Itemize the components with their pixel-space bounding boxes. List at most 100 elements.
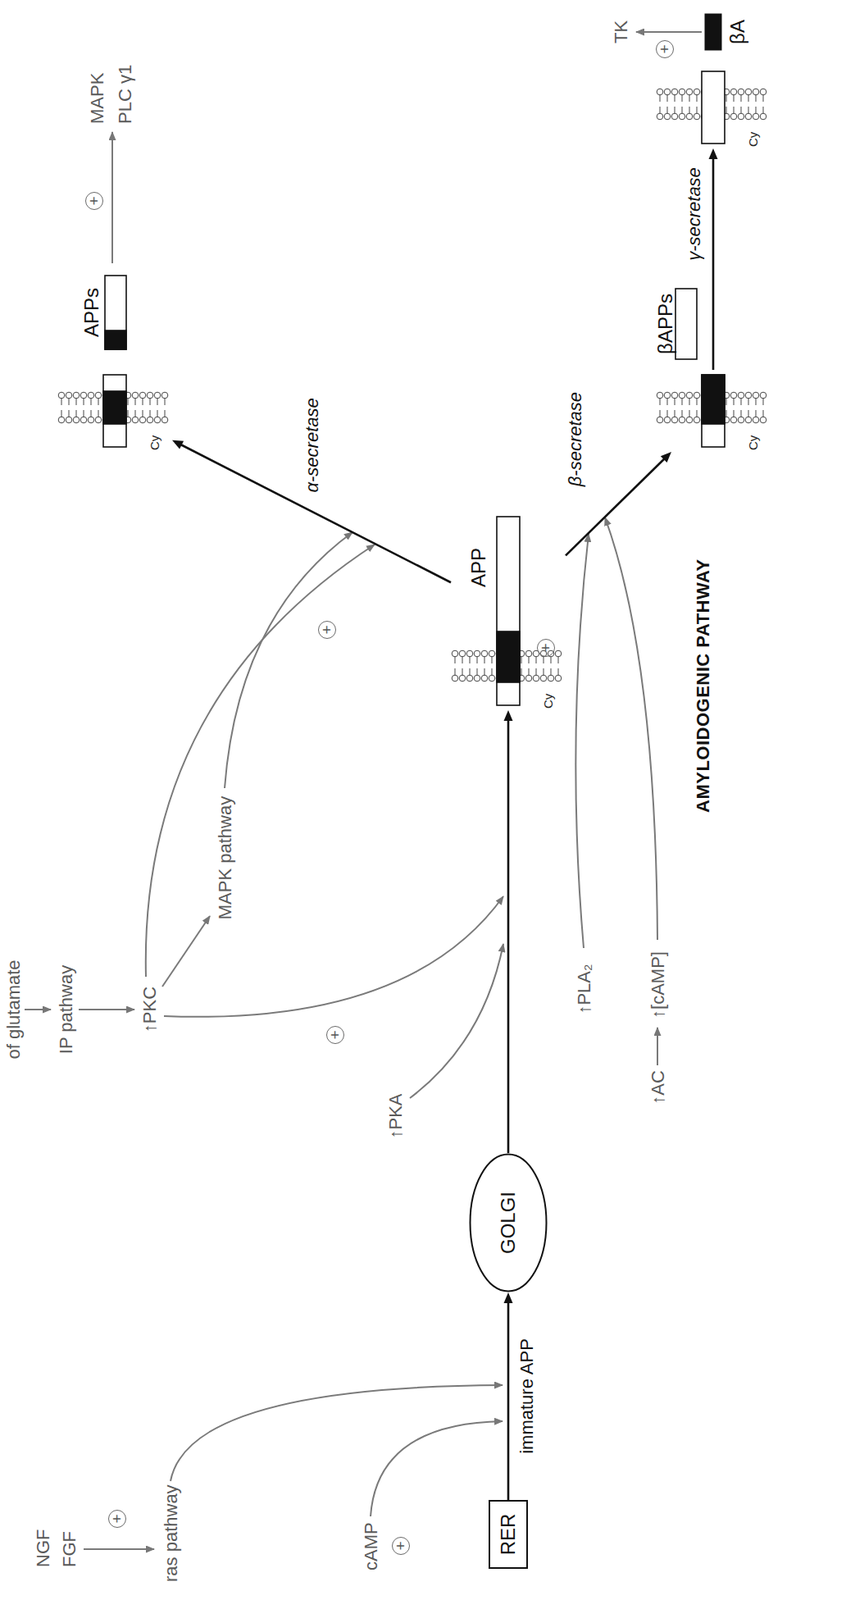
- protein-box: [103, 374, 127, 447]
- lipid-head: [730, 416, 737, 423]
- protein-name-holder: APP: [467, 547, 491, 587]
- lipid-head: [139, 416, 146, 423]
- lipid-head: [65, 416, 73, 423]
- golgi-ellipse: GOLGI: [468, 1152, 548, 1292]
- lipid-head: [686, 416, 693, 423]
- agonist-note: of glutamate: [3, 959, 24, 1059]
- lipid-head: [547, 674, 555, 682]
- amyloid-beta-shape: [705, 13, 722, 51]
- rer-box: RER: [488, 1499, 528, 1569]
- lipid-head: [671, 88, 678, 96]
- side-label: Cy: [147, 435, 162, 451]
- fragment-name: APPs: [80, 287, 103, 337]
- pathway-name-holder: ras pathway: [160, 1483, 182, 1582]
- lipid-head: [664, 113, 671, 120]
- lipid-head: [58, 416, 65, 423]
- app-membrane: APPCy: [450, 513, 566, 710]
- lipid-head: [540, 674, 547, 682]
- lipid-head: [459, 650, 466, 657]
- stimulation-sign-holder: +: [391, 1536, 410, 1555]
- lipid-head: [745, 113, 752, 120]
- lipid-head: [87, 391, 95, 399]
- lipid-head: [737, 391, 745, 399]
- signal-arrow: [370, 1420, 503, 1516]
- side-label-holder: Cy: [745, 435, 761, 451]
- growth-factor-holder: NGF: [32, 1528, 54, 1567]
- signal-arrow: [604, 517, 658, 940]
- amyloid-beta-box: βA: [688, 7, 755, 57]
- messenger-name-holder: ↑[cAMP]: [647, 950, 669, 1019]
- lipid-head: [95, 416, 102, 423]
- signal-arrow: [111, 131, 114, 264]
- enzyme-label: immature APP: [516, 1335, 537, 1456]
- stimulation-sign-holder: +: [655, 40, 674, 59]
- stimulation-sign-holder: +: [85, 191, 104, 210]
- lipid-head: [678, 113, 686, 120]
- enzyme-label-holder: β-secretase: [564, 389, 586, 489]
- lipid-head: [693, 391, 701, 399]
- connector-line: [507, 718, 510, 1153]
- lipid-head: [737, 88, 745, 96]
- lipid-head: [80, 391, 87, 399]
- protein-box: [496, 516, 520, 705]
- signal-arrow: [170, 1384, 503, 1481]
- lipid-head: [95, 391, 102, 399]
- amyloid-region: [701, 374, 725, 424]
- connector: [504, 1291, 514, 1500]
- enzyme-label: β-secretase: [564, 389, 586, 489]
- pathway-name: IP pathway: [55, 964, 77, 1054]
- stimulation-sign: +: [326, 1025, 345, 1044]
- enzyme-label-holder: immature APP: [516, 1335, 537, 1456]
- lipid-head: [656, 113, 664, 120]
- signal-arrow: [224, 532, 353, 788]
- lipid-head: [730, 113, 737, 120]
- stimulation-sign-holder: +: [326, 1025, 345, 1044]
- protein-box: [701, 374, 725, 447]
- lipid-head: [525, 650, 533, 657]
- lipid-head: [671, 416, 678, 423]
- stimulation-sign: +: [108, 1509, 127, 1528]
- kinase-name-holder: ↑PKA: [385, 1092, 406, 1138]
- lipid-head: [525, 674, 533, 682]
- side-label-holder: Cy: [147, 435, 163, 451]
- pathway-name-holder: MAPK pathway: [214, 795, 236, 919]
- lipid-head: [451, 650, 459, 657]
- box-label: RER: [496, 1513, 520, 1556]
- lipid-head: [693, 88, 701, 96]
- signal-arrow: [83, 1547, 155, 1550]
- messenger-name: cAMP: [360, 1521, 382, 1570]
- stimulation-sign: +: [318, 620, 337, 639]
- apps-fragment: APPs: [81, 271, 128, 354]
- lipid-head: [656, 88, 664, 96]
- lipid-head: [693, 113, 701, 120]
- pathway-name: MAPK pathway: [214, 795, 236, 919]
- lipid-head: [473, 674, 481, 682]
- lipid-head: [693, 416, 701, 423]
- pathway-title-holder: AMYLOIDOGENIC PATHWAY: [692, 558, 714, 813]
- lipid-head: [451, 674, 459, 682]
- target-name: MAPK: [86, 72, 108, 124]
- lipid-head: [139, 391, 146, 399]
- lipid-head: [72, 416, 80, 423]
- lipid-head: [745, 416, 752, 423]
- amyloid-region: [104, 330, 127, 350]
- lipid-head: [678, 391, 686, 399]
- lipid-head: [58, 391, 65, 399]
- arrowhead: [660, 451, 672, 463]
- lipid-head: [737, 113, 745, 120]
- lipid-head: [146, 391, 154, 399]
- alpha-stub-membrane: Cy: [57, 369, 173, 452]
- pathway-name: ras pathway: [160, 1483, 182, 1582]
- enzyme-label-holder: γ-secretase: [683, 164, 705, 264]
- lipid-head: [161, 391, 169, 399]
- signal-arrow: [656, 1027, 659, 1065]
- lipid-head: [686, 113, 693, 120]
- enzyme-name-holder: ↑AC: [647, 1069, 669, 1105]
- lipid-head: [65, 391, 73, 399]
- lipid-head: [686, 391, 693, 399]
- ellipse-shape: [470, 1154, 547, 1292]
- lipid-head: [759, 88, 767, 96]
